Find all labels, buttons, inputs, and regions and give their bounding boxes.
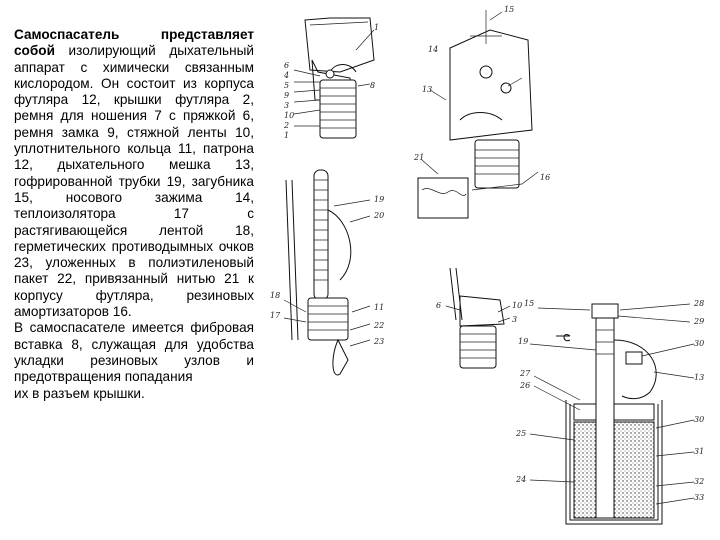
label-16a: 16 <box>540 173 550 182</box>
label-11a: 11 <box>374 303 384 312</box>
figure-tube-assembly: 19 20 18 17 11 22 23 <box>270 169 384 376</box>
label-30b: 30 <box>694 415 704 424</box>
description-text: Самоспасатель представляет собой изолиру… <box>14 27 254 402</box>
label-25: 25 <box>515 429 526 438</box>
label-9a: 9 <box>284 91 289 100</box>
label-10b: 10 <box>512 301 522 310</box>
label-3b: 3 <box>512 315 517 324</box>
label-10a: 10 <box>284 111 294 120</box>
label-22a: 22 <box>373 321 384 330</box>
label-21a: 21 <box>413 153 424 162</box>
insert-note-text: В самоспасателе имеется фибровая вставка… <box>14 320 254 385</box>
technical-drawings: 1 6 4 5 9 3 8 10 2 1 15 14 13 21 16 <box>270 0 720 540</box>
label-13a: 13 <box>422 85 432 94</box>
label-2a: 2 <box>283 121 289 130</box>
label-30a: 30 <box>694 339 704 348</box>
label-24: 24 <box>515 475 526 484</box>
label-33: 33 <box>694 493 704 502</box>
description-paragraph: Самоспасатель представляет собой изолиру… <box>14 27 254 320</box>
label-27: 27 <box>519 369 531 378</box>
label-15b: 15 <box>524 299 534 308</box>
label-28: 28 <box>693 299 704 308</box>
label-19a: 19 <box>374 195 384 204</box>
description-lead: Самоспасатель представляет собой <box>14 27 254 59</box>
insert-note-end: их в разъем крышки. <box>14 385 145 401</box>
label-19b: 19 <box>518 337 528 346</box>
label-6a: 6 <box>284 61 289 70</box>
description-body: изолирующий дыхательный аппарат с химиче… <box>14 43 255 320</box>
label-8a: 8 <box>370 81 375 90</box>
figure-lid-closure: 6 10 3 <box>436 267 522 369</box>
label-14a: 14 <box>428 45 438 54</box>
label-26: 26 <box>519 381 530 390</box>
insert-note: В самоспасателе имеется фибровая вставка… <box>14 320 254 385</box>
label-17a: 17 <box>270 311 281 320</box>
label-6b: 6 <box>436 301 441 310</box>
figure-mask-assembly: 1 6 4 5 9 3 8 10 2 1 <box>283 17 379 140</box>
figure-open-case: 15 14 13 21 16 <box>413 5 550 219</box>
label-15a: 15 <box>504 5 514 14</box>
label-5a: 5 <box>284 81 289 90</box>
label-20a: 20 <box>373 211 384 220</box>
label-23a: 23 <box>373 337 384 346</box>
label-4a: 4 <box>283 71 289 80</box>
label-18a: 18 <box>270 291 280 300</box>
self-rescuer-schematics: 1 6 4 5 9 3 8 10 2 1 15 14 13 21 16 <box>270 5 704 525</box>
label-1a: 1 <box>374 23 379 32</box>
label-29: 29 <box>693 317 704 326</box>
label-32: 32 <box>694 477 704 486</box>
label-31: 31 <box>694 447 704 456</box>
label-13b: 13 <box>694 373 704 382</box>
figure-cross-section: 15 28 29 19 30 27 26 13 25 30 31 24 32 3… <box>515 299 704 525</box>
label-3a: 3 <box>284 101 289 110</box>
label-1b: 1 <box>284 131 289 140</box>
